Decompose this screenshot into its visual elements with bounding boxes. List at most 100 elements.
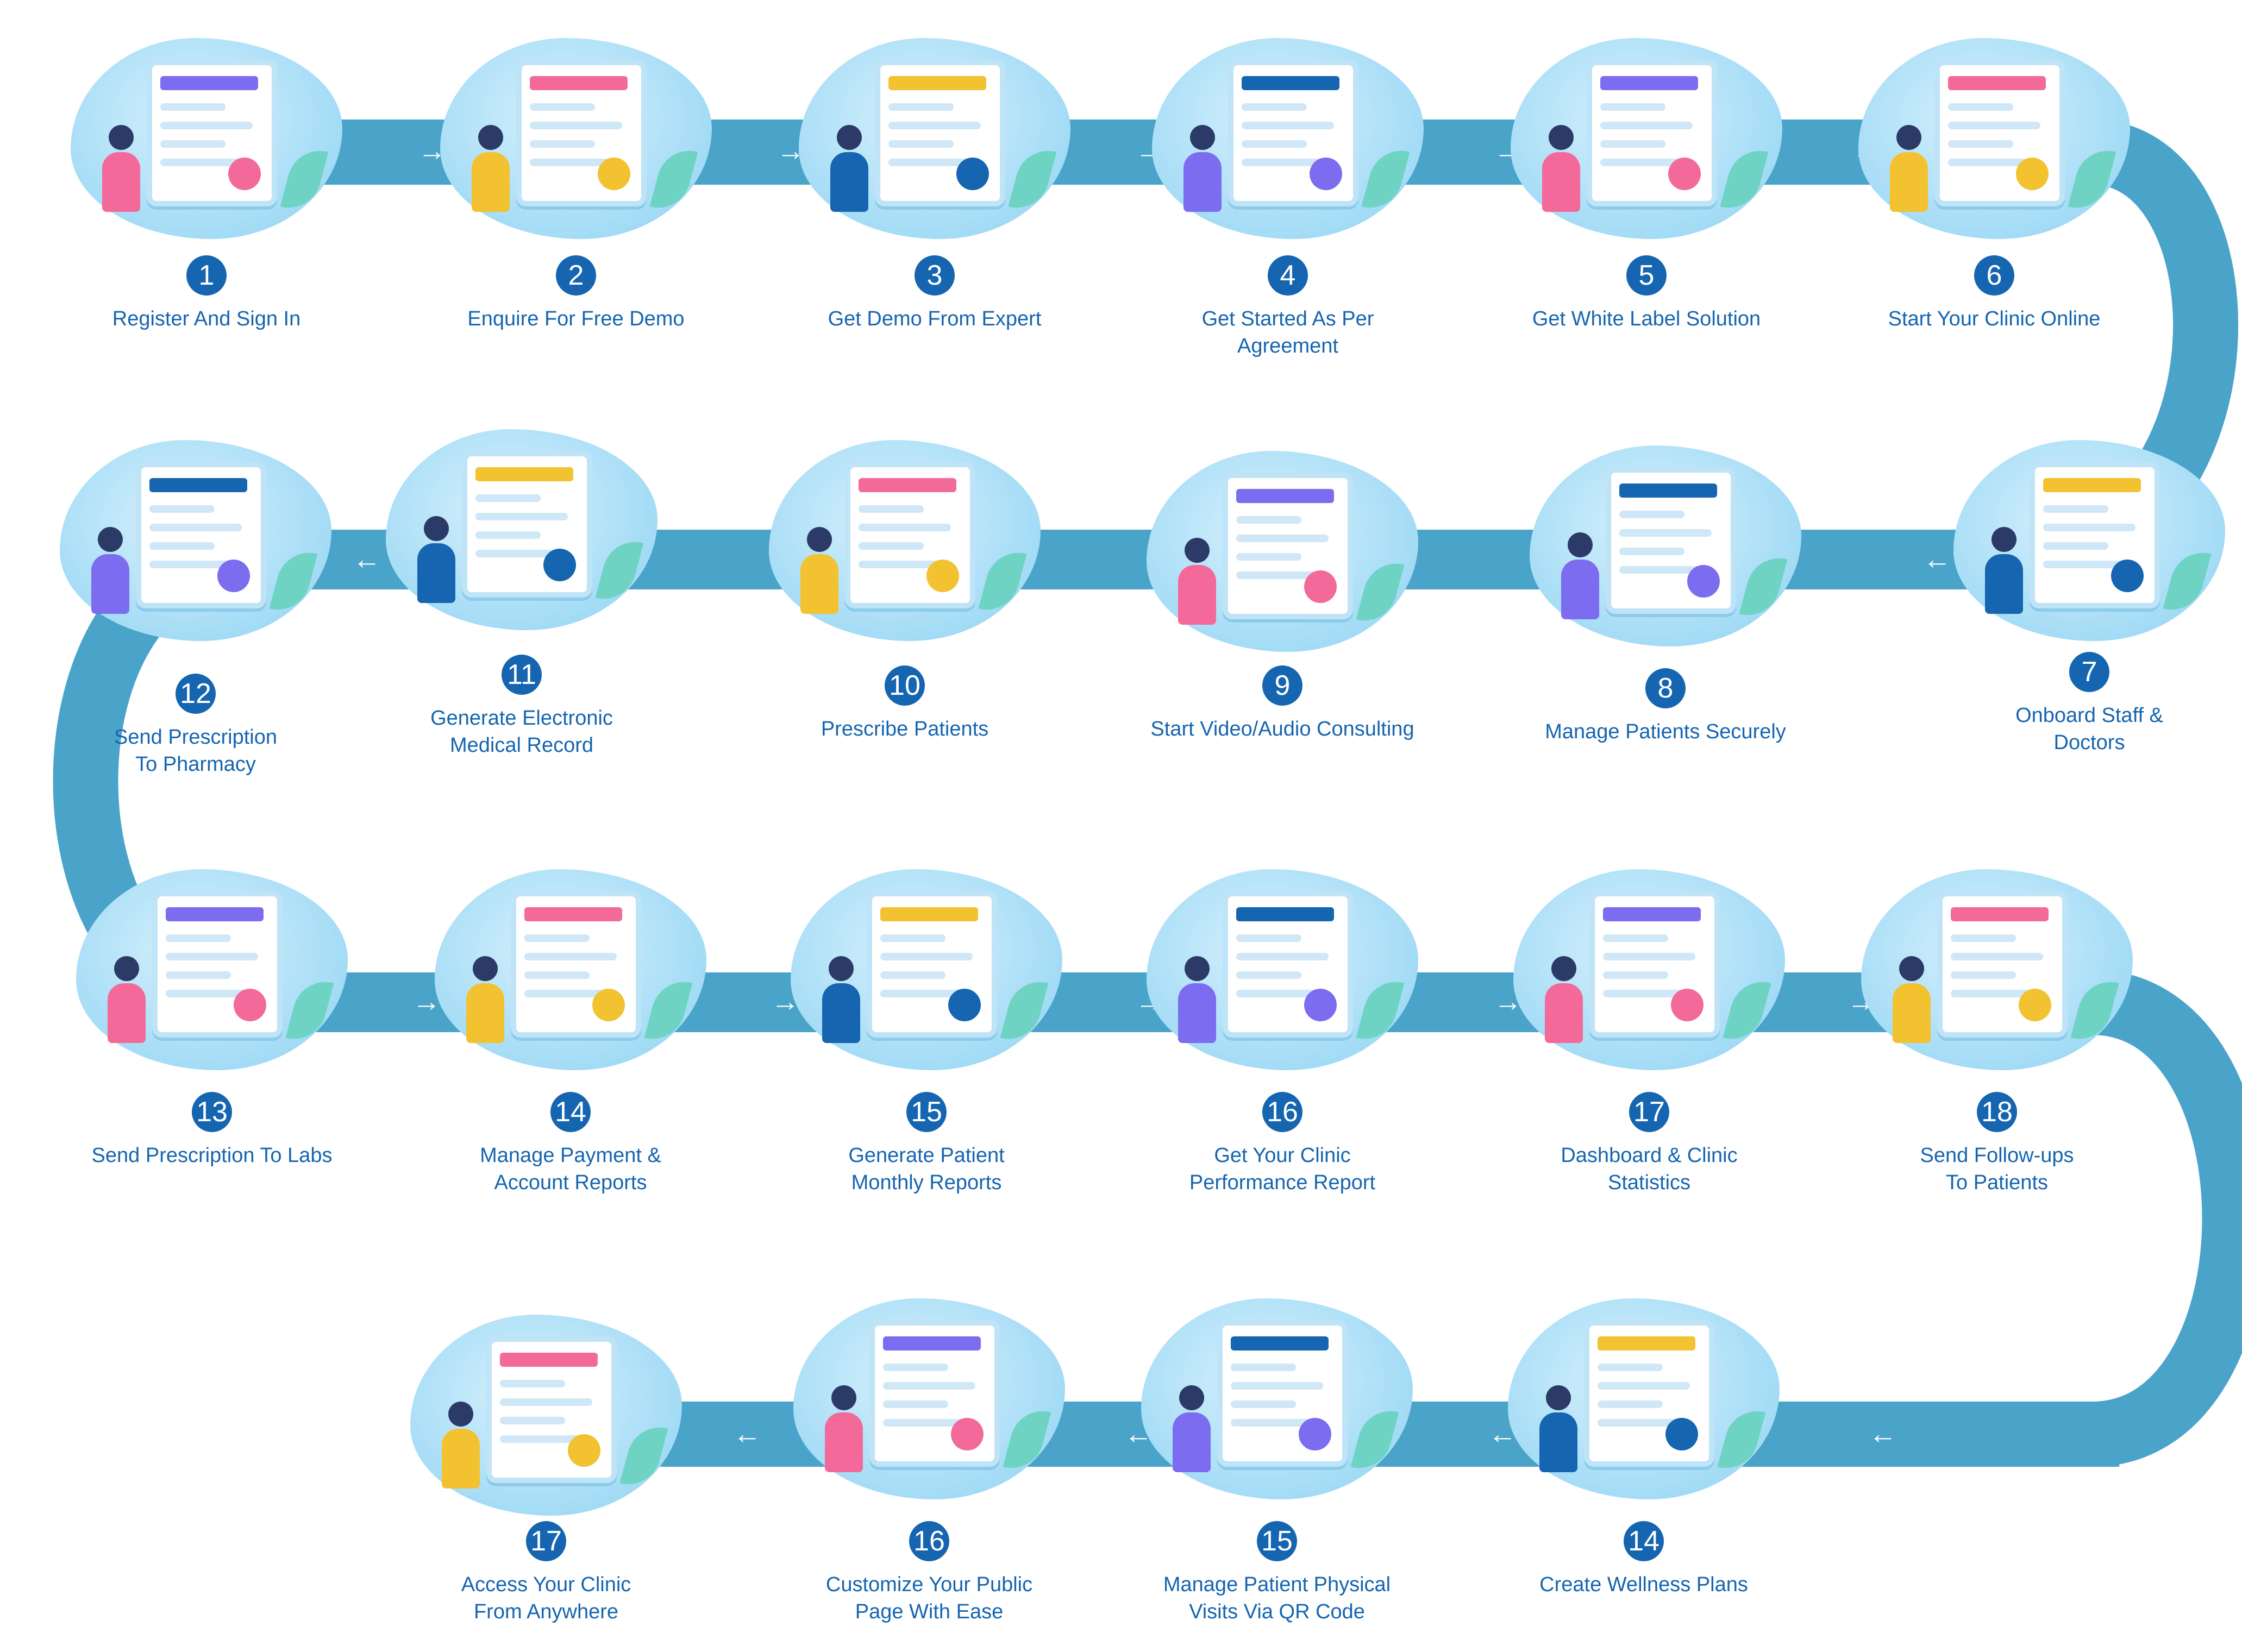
- step-number-badge: 18: [1977, 1092, 2017, 1132]
- step-number-badge: 5: [1626, 255, 1667, 296]
- pharmacy-icon: [54, 424, 337, 641]
- video-consult-icon: [1141, 435, 1424, 652]
- step-label-line: Visits Via QR Code: [1189, 1600, 1365, 1623]
- profile-cards-icon: [1948, 424, 2231, 641]
- step-label: Create Wellness Plans: [1464, 1571, 1823, 1598]
- step-number-badge: 2: [556, 255, 596, 296]
- step-number-badge: 4: [1268, 255, 1308, 296]
- monitor-presentation-icon: [435, 22, 717, 239]
- step-label-line: Monthly Reports: [851, 1171, 1002, 1194]
- step-label-line: Get White Label Solution: [1532, 307, 1761, 330]
- demo-presentation-icon: [793, 22, 1076, 239]
- shield-agreement-icon: [1147, 22, 1429, 239]
- step-label: Onboard Staff & Doctors: [1910, 702, 2242, 756]
- doctor-patient-icon: [1524, 429, 1807, 646]
- step-number-badge: 11: [502, 655, 542, 695]
- step-label-line: Start Video/Audio Consulting: [1150, 718, 1414, 740]
- wallet-payment-icon: [429, 853, 712, 1070]
- step-label: Start Video/Audio Consulting: [1103, 715, 1462, 743]
- step-label-line: To Pharmacy: [135, 753, 256, 776]
- step-number-badge: 8: [1645, 668, 1686, 708]
- step-number-badge: 3: [915, 255, 955, 296]
- flow-arrow-icon: ←: [353, 544, 381, 575]
- step-label-line: Performance Report: [1189, 1171, 1376, 1194]
- path-turn-right-2: [2090, 970, 2242, 1467]
- step-number-badge: 13: [192, 1092, 232, 1132]
- step-label-line: Agreement: [1237, 335, 1338, 357]
- step-label: Manage Payment & Account Reports: [391, 1142, 750, 1196]
- step-label-line: Send Prescription To Labs: [91, 1144, 333, 1167]
- step-label: Send Prescription To Labs: [33, 1142, 391, 1169]
- step-number-badge: 1: [186, 255, 227, 296]
- step-number-badge: 7: [2069, 652, 2109, 692]
- step-label-line: Onboard Staff &: [2015, 704, 2163, 727]
- step-number-badge: 16: [1262, 1092, 1302, 1132]
- performance-chart-icon: [1141, 853, 1424, 1070]
- wellness-apple-icon: [1502, 1282, 1785, 1499]
- step-label: Get Demo From Expert: [755, 305, 1114, 332]
- clinic-reception-icon: [405, 1298, 687, 1516]
- medical-record-phone-icon: [380, 413, 663, 630]
- step-label: Prescribe Patients: [725, 715, 1084, 743]
- step-label-line: Create Wellness Plans: [1539, 1573, 1748, 1596]
- doctor-phone-icon: [1853, 22, 2135, 239]
- step-label-line: Statistics: [1607, 1171, 1691, 1194]
- step-label-line: Generate Electronic: [430, 707, 613, 730]
- step-label-line: Enquire For Free Demo: [467, 307, 685, 330]
- step-number-badge: 15: [906, 1092, 947, 1132]
- step-label-line: Medical Record: [450, 734, 593, 757]
- step-label-line: Send Prescription: [114, 726, 277, 749]
- qr-code-phone-icon: [1136, 1282, 1418, 1499]
- dashboard-team-icon: [1505, 22, 1788, 239]
- step-label: Send Prescription To Pharmacy: [16, 724, 375, 778]
- step-label: Get White Label Solution: [1467, 305, 1826, 332]
- step-label-line: Customize Your Public: [825, 1573, 1033, 1596]
- step-label-line: Start Your Clinic Online: [1888, 307, 2101, 330]
- step-label: Manage Patients Securely: [1486, 718, 1845, 745]
- step-label-line: Manage Patients Securely: [1545, 720, 1786, 743]
- step-label-line: Page With Ease: [855, 1600, 1004, 1623]
- step-label-line: Prescribe Patients: [821, 718, 989, 740]
- step-label: Start Your Clinic Online: [1815, 305, 2174, 332]
- public-page-icon: [788, 1282, 1070, 1499]
- step-label-line: Doctors: [2053, 731, 2125, 754]
- clipboard-report-icon: [785, 853, 1068, 1070]
- step-label-line: Account Reports: [494, 1171, 647, 1194]
- step-number-badge: 16: [909, 1521, 949, 1561]
- step-number-badge: 17: [526, 1521, 566, 1561]
- step-label: Register And Sign In: [27, 305, 386, 332]
- step-number-badge: 6: [1974, 255, 2014, 296]
- dashboard-monitor-icon: [1508, 853, 1790, 1070]
- step-label-line: Access Your Clinic: [461, 1573, 631, 1596]
- step-label-line: Manage Payment &: [480, 1144, 661, 1167]
- calendar-clock-icon: [1856, 853, 2138, 1070]
- flow-arrow-icon: ←: [733, 1418, 761, 1450]
- step-label-line: Get Started As Per: [1201, 307, 1374, 330]
- step-number-badge: 12: [176, 674, 216, 714]
